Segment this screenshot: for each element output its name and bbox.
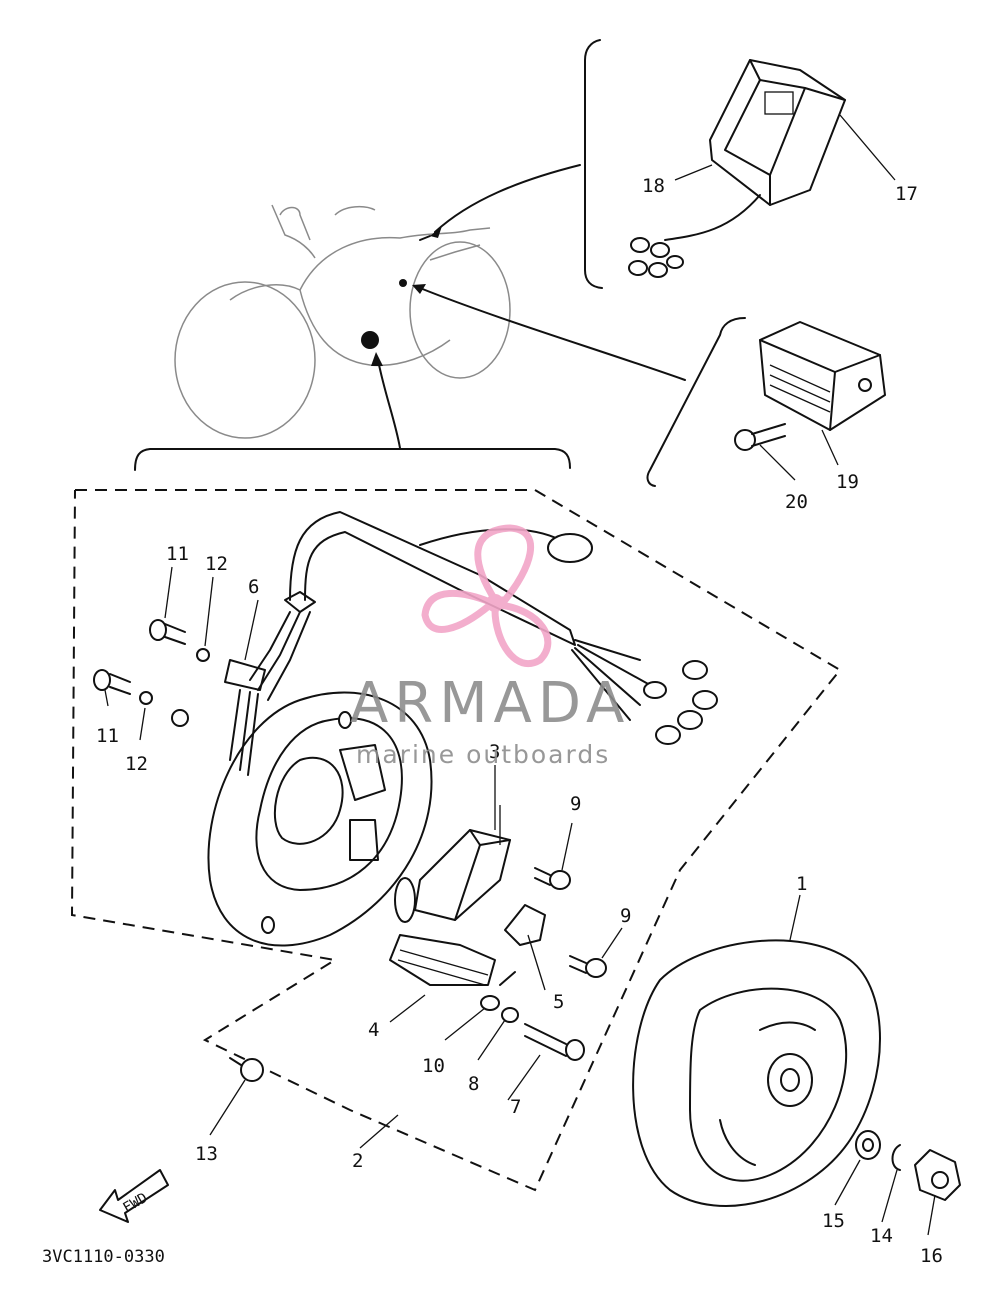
label-part-19: 19 xyxy=(836,471,859,493)
motorcycle-outline xyxy=(174,204,511,439)
locator-arrows xyxy=(371,164,686,449)
cdi-unit xyxy=(628,59,846,278)
fasteners xyxy=(93,619,607,1082)
propeller-logo-icon xyxy=(421,524,552,667)
label-part-12-lower: 12 xyxy=(125,753,148,775)
label-part-9-lower: 9 xyxy=(620,905,631,927)
leader-lines xyxy=(104,114,936,1236)
label-part-16: 16 xyxy=(920,1245,943,1267)
label-part-4: 4 xyxy=(368,1019,379,1041)
label-part-14: 14 xyxy=(870,1225,893,1247)
part-labels: 1 2 3 4 5 6 7 8 9 9 10 11 11 12 12 13 14… xyxy=(96,175,943,1267)
label-part-1: 1 xyxy=(796,873,807,895)
label-part-18: 18 xyxy=(642,175,665,197)
label-part-15: 15 xyxy=(822,1210,845,1232)
group-2-boundary xyxy=(70,489,842,1192)
label-part-17: 17 xyxy=(895,183,918,205)
label-part-2: 2 xyxy=(352,1150,363,1172)
label-part-10: 10 xyxy=(422,1055,445,1077)
label-part-12-upper: 12 xyxy=(205,553,228,575)
group-brackets xyxy=(134,39,746,487)
pulser-coil xyxy=(394,805,511,923)
label-part-11-upper: 11 xyxy=(166,543,189,565)
watermark-brand: ARMADA xyxy=(350,671,630,736)
label-part-3: 3 xyxy=(489,741,500,763)
label-part-13: 13 xyxy=(195,1143,218,1165)
diagram-code: 3VC1110-0330 xyxy=(42,1247,165,1267)
watermark: ARMADA marine outboards xyxy=(350,524,630,769)
fwd-arrow: FWD xyxy=(99,1169,169,1223)
label-part-8: 8 xyxy=(468,1073,479,1095)
label-part-7: 7 xyxy=(510,1096,521,1118)
label-part-9-upper: 9 xyxy=(570,793,581,815)
wire-harness xyxy=(224,511,718,776)
label-part-11-lower: 11 xyxy=(96,725,119,747)
flywheel-rotor xyxy=(632,939,881,1207)
voltage-regulator xyxy=(734,321,886,451)
label-part-20: 20 xyxy=(785,491,808,513)
stator-plate xyxy=(207,691,433,947)
watermark-tagline: marine outboards xyxy=(356,740,610,769)
label-part-6: 6 xyxy=(248,576,259,598)
label-part-5: 5 xyxy=(553,991,564,1013)
charge-coil xyxy=(389,934,516,986)
nut-washers xyxy=(855,1130,961,1201)
bracket-5 xyxy=(504,904,546,946)
